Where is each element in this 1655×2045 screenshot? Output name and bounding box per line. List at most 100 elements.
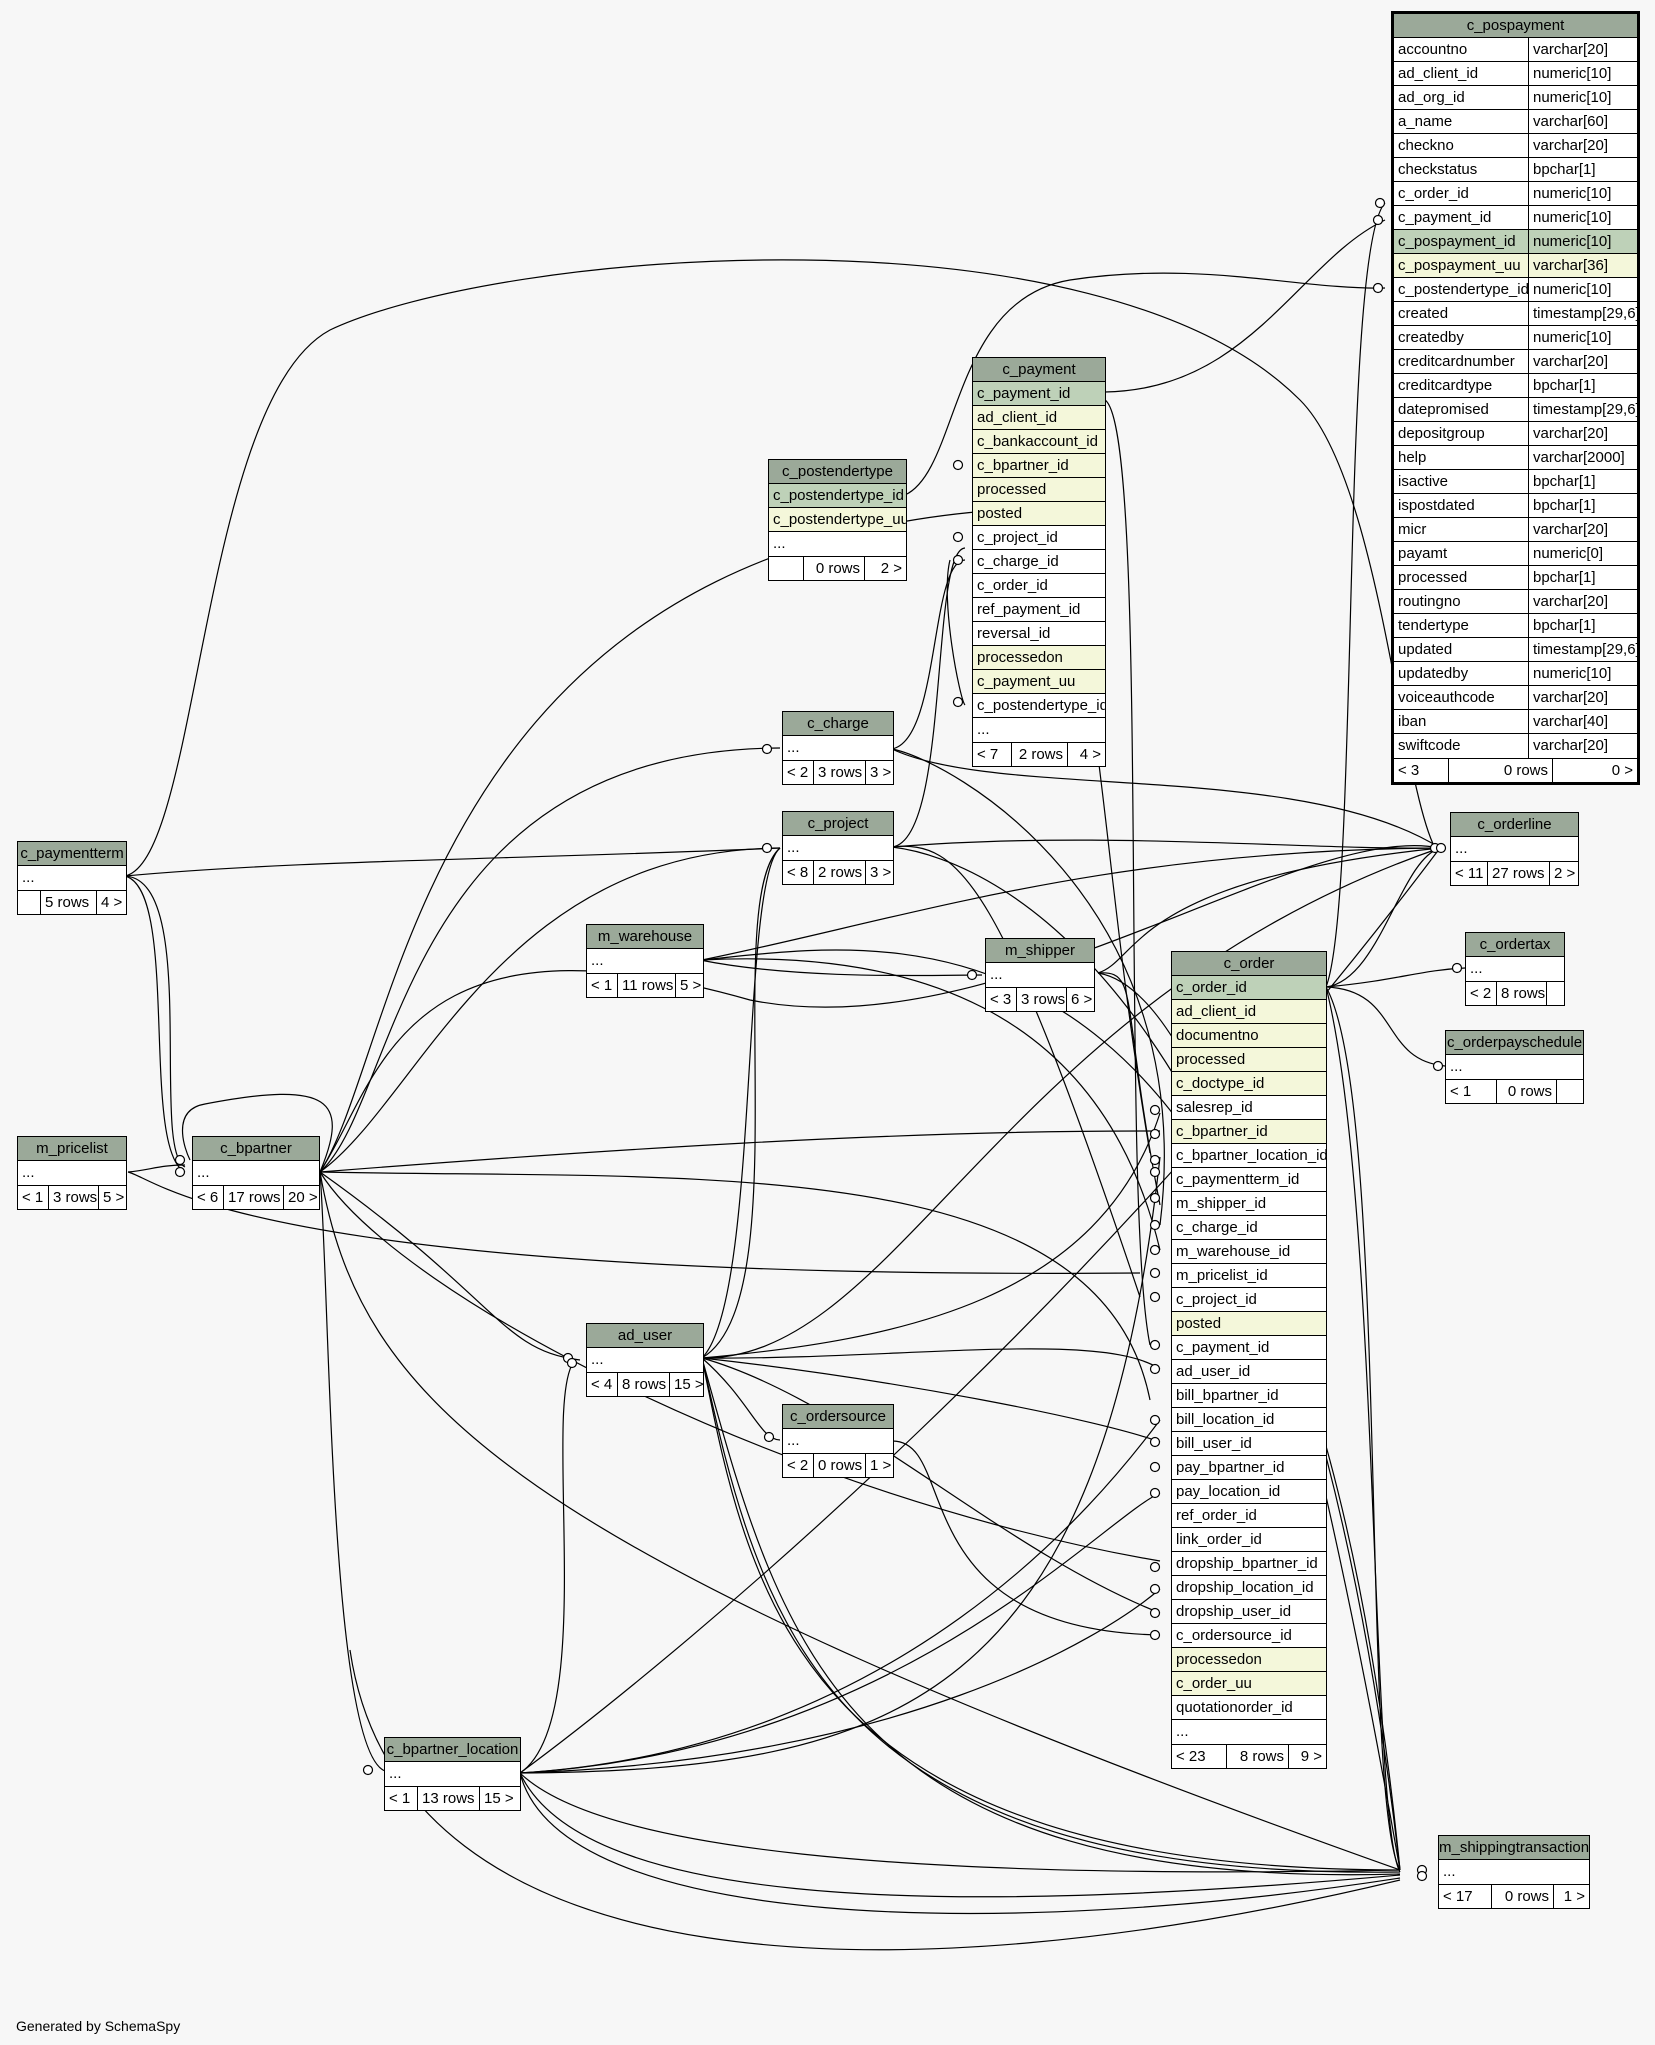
- column-row[interactable]: ad_client_id: [1172, 1000, 1326, 1024]
- column-row[interactable]: c_bpartner_id: [973, 454, 1105, 478]
- parents-count[interactable]: < 1: [22, 1189, 44, 1206]
- parents-count[interactable]: < 7: [977, 746, 999, 763]
- column-row[interactable]: ...: [18, 866, 126, 890]
- column-row[interactable]: ...: [1446, 1055, 1583, 1079]
- column-row[interactable]: c_postendertype_uu: [769, 508, 906, 532]
- column-row[interactable]: dropship_user_id: [1172, 1600, 1326, 1624]
- children-count[interactable]: [1546, 982, 1564, 1005]
- column-row[interactable]: c_doctype_id: [1172, 1072, 1326, 1096]
- column-row[interactable]: ...: [783, 1429, 893, 1453]
- column-row[interactable]: ...: [587, 949, 703, 973]
- column-row[interactable]: processedon: [1172, 1648, 1326, 1672]
- table-c-orderpayschedule[interactable]: c_orderpayschedule ... < 1 0 rows: [1445, 1030, 1584, 1104]
- column-row[interactable]: ...: [193, 1161, 319, 1185]
- column-row[interactable]: ...: [18, 1161, 126, 1185]
- column-row[interactable]: ...: [587, 1348, 703, 1372]
- column-row[interactable]: pay_bpartner_id: [1172, 1456, 1326, 1480]
- parents-count[interactable]: < 1: [1450, 1083, 1472, 1100]
- column-row[interactable]: quotationorder_id: [1172, 1696, 1326, 1720]
- column-row[interactable]: c_bpartner_location_id: [1172, 1144, 1326, 1168]
- column-row[interactable]: bill_user_id: [1172, 1432, 1326, 1456]
- table-c-orderline[interactable]: c_orderline ... < 11 27 rows 2 >: [1450, 812, 1579, 886]
- column-row[interactable]: c_payment_id: [973, 382, 1105, 406]
- column-row[interactable]: processed: [1172, 1048, 1326, 1072]
- column-row[interactable]: c_paymentterm_id: [1172, 1168, 1326, 1192]
- table-ad-user[interactable]: ad_user ... < 4 8 rows 15 >: [586, 1323, 704, 1397]
- table-c-paymentterm[interactable]: c_paymentterm ... 5 rows 4 >: [17, 841, 127, 915]
- table-m-shipper[interactable]: m_shipper ... < 3 3 rows 6 >: [985, 938, 1095, 1012]
- column-row[interactable]: ...: [385, 1762, 520, 1786]
- column-row[interactable]: dropship_bpartner_id: [1172, 1552, 1326, 1576]
- column-row[interactable]: m_pricelist_id: [1172, 1264, 1326, 1288]
- table-c-bpartner[interactable]: c_bpartner ... < 6 17 rows 20 >: [192, 1136, 320, 1210]
- column-row[interactable]: ...: [769, 532, 906, 556]
- parents-count[interactable]: < 11: [1455, 865, 1484, 882]
- column-row[interactable]: ad_user_id: [1172, 1360, 1326, 1384]
- column-row[interactable]: pay_location_id: [1172, 1480, 1326, 1504]
- table-c-charge[interactable]: c_charge ... < 2 3 rows 3 >: [782, 711, 894, 785]
- column-row[interactable]: m_shipper_id: [1172, 1192, 1326, 1216]
- parents-count[interactable]: < 1: [591, 977, 613, 994]
- column-row[interactable]: posted: [1172, 1312, 1326, 1336]
- children-count[interactable]: 3 >: [865, 861, 893, 884]
- column-row[interactable]: processedon: [973, 646, 1105, 670]
- column-row[interactable]: c_project_id: [973, 526, 1105, 550]
- column-row[interactable]: processed: [973, 478, 1105, 502]
- column-row[interactable]: c_bpartner_id: [1172, 1120, 1326, 1144]
- column-row[interactable]: ...: [783, 836, 893, 860]
- column-row[interactable]: c_payment_id: [1172, 1336, 1326, 1360]
- column-row[interactable]: ref_payment_id: [973, 598, 1105, 622]
- column-row[interactable]: c_ordersource_id: [1172, 1624, 1326, 1648]
- table-c-bpartner-location[interactable]: c_bpartner_location ... < 1 13 rows 15 >: [384, 1737, 521, 1811]
- column-row[interactable]: ...: [986, 963, 1094, 987]
- parents-count[interactable]: [769, 557, 803, 580]
- table-c-project[interactable]: c_project ... < 8 2 rows 3 >: [782, 811, 894, 885]
- column-row[interactable]: ...: [783, 736, 893, 760]
- children-count[interactable]: 4 >: [1067, 743, 1105, 766]
- table-c-ordersource[interactable]: c_ordersource ... < 2 0 rows 1 >: [782, 1404, 894, 1478]
- table-c-ordertax[interactable]: c_ordertax ... < 2 8 rows: [1465, 932, 1565, 1006]
- parents-count[interactable]: < 6: [197, 1189, 219, 1206]
- children-count[interactable]: 3 >: [865, 761, 893, 784]
- children-count[interactable]: 6 >: [1066, 988, 1094, 1011]
- column-row[interactable]: dropship_location_id: [1172, 1576, 1326, 1600]
- children-count[interactable]: [1556, 1080, 1583, 1103]
- column-row[interactable]: salesrep_id: [1172, 1096, 1326, 1120]
- parents-count[interactable]: < 23: [1176, 1748, 1206, 1765]
- parents-count[interactable]: [18, 891, 40, 914]
- parents-count[interactable]: < 4: [591, 1376, 613, 1393]
- parents-count[interactable]: < 8: [787, 864, 809, 881]
- column-row[interactable]: ...: [973, 718, 1105, 742]
- parents-count[interactable]: < 2: [787, 764, 809, 781]
- column-row[interactable]: ...: [1439, 1860, 1589, 1884]
- column-row[interactable]: c_order_id: [1172, 976, 1326, 1000]
- column-row[interactable]: m_warehouse_id: [1172, 1240, 1326, 1264]
- column-row[interactable]: ref_order_id: [1172, 1504, 1326, 1528]
- children-count[interactable]: 15 >: [479, 1787, 520, 1810]
- column-row[interactable]: ...: [1466, 957, 1564, 981]
- column-row[interactable]: documentno: [1172, 1024, 1326, 1048]
- column-row[interactable]: ...: [1172, 1720, 1326, 1744]
- column-row[interactable]: ...: [1451, 837, 1578, 861]
